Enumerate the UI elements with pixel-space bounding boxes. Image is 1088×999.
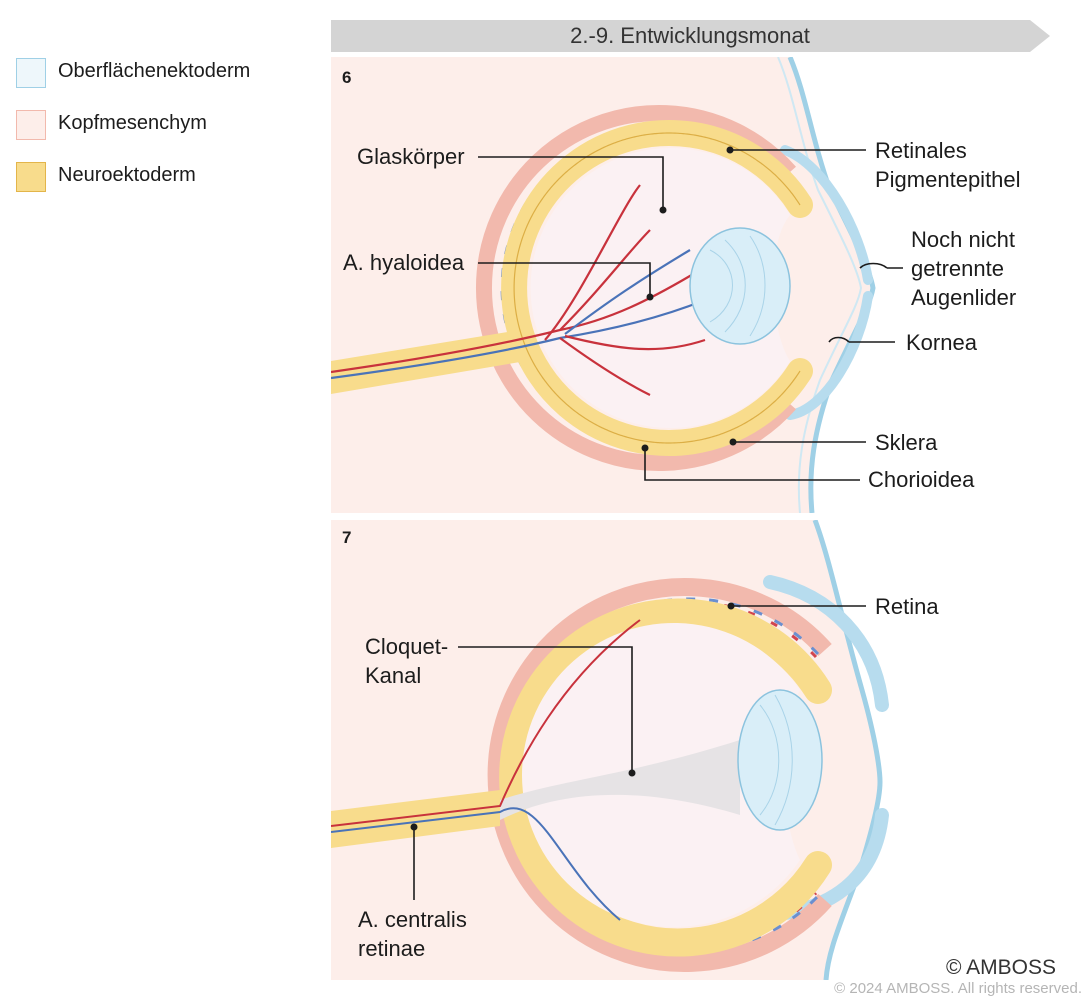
- panel-6-leaders: [478, 146, 903, 481]
- legend-swatch-kopfmesenchym: [16, 110, 46, 140]
- panel-7-lens-fibers: [759, 694, 793, 826]
- panel-6-lens: [689, 227, 791, 345]
- leader-cloquet: [458, 646, 633, 773]
- timeline-banner: [331, 20, 1050, 52]
- label-hyaloidea: A. hyaloidea: [343, 250, 465, 275]
- panel-6-hyaloid-branch: [544, 184, 641, 341]
- label-kornea: Kornea: [906, 330, 978, 355]
- panel-6: [331, 57, 876, 513]
- leader-dot: [646, 293, 654, 301]
- panel-7-cloquet-canal: [500, 740, 740, 820]
- label-lids-line1: Noch nicht: [911, 227, 1015, 252]
- legend-label: Oberflächenektoderm: [58, 60, 251, 82]
- copyright-line: © 2024 AMBOSS. All rights reserved.: [834, 980, 1082, 997]
- panel-7-central-vein: [331, 807, 621, 921]
- leader-glaskoerper: [478, 156, 664, 210]
- panel-6-surface-ectoderm-inner: [777, 57, 863, 513]
- panel-6-hyaloid-branch: [564, 249, 691, 335]
- label-lids-line3: Augenlider: [911, 285, 1016, 310]
- label-lids-line2: getrennte: [911, 256, 1004, 281]
- label-retina: Retina: [875, 594, 939, 619]
- panel-7-sclera: [487, 578, 832, 972]
- panel-6-lens-fibers: [709, 235, 766, 337]
- panel-6-optic-stalk: [331, 330, 520, 394]
- leader-hyaloidea: [478, 262, 651, 297]
- leader-dot: [628, 769, 636, 777]
- panel-6-lower-lid: [785, 291, 873, 420]
- leader-dot: [659, 206, 667, 214]
- label-glaskoerper: Glaskörper: [357, 144, 465, 169]
- leader-dot: [641, 444, 649, 452]
- label-sklera: Sklera: [875, 430, 938, 455]
- timeline-banner-text: 2.-9. Entwicklungsmonat: [570, 23, 810, 48]
- panel-6-upper-lid: [780, 145, 873, 285]
- copyright-brand: © AMBOSS: [946, 956, 1056, 979]
- legend-label: Neuroektoderm: [58, 164, 196, 186]
- panel-7-upper-lid: [763, 575, 889, 712]
- panel-6-hyaloid-branch: [564, 334, 706, 351]
- label-cloquet-line2: Kanal: [365, 663, 421, 688]
- leader-dot: [726, 146, 734, 154]
- panel-7-lens: [737, 689, 823, 831]
- label-centralis-line2: retinae: [358, 936, 425, 961]
- panel-6-vitreous: [530, 148, 790, 429]
- legend-swatch-oberflaechenektoderm: [16, 58, 46, 88]
- leader-dot: [410, 823, 418, 831]
- panel-7: [331, 520, 889, 980]
- panel-6-hyaloid-vein: [331, 298, 706, 380]
- leader-chorioidea: [644, 448, 860, 481]
- legend-swatch-neuroektoderm: [16, 162, 46, 192]
- label-chorioidea: Chorioidea: [868, 467, 975, 492]
- panel-7-central-artery: [331, 619, 641, 827]
- panel-7-leaders: [410, 602, 866, 900]
- panel-7-optic-nerve: [331, 790, 500, 848]
- leader-dot: [729, 438, 737, 446]
- panel-6-sclera: [476, 105, 796, 471]
- label-rpe-line1: Retinales: [875, 138, 967, 163]
- panel-6-hyaloid-branch: [559, 337, 651, 396]
- panel-7-number: 7: [342, 528, 351, 547]
- leader-lids: [859, 262, 903, 269]
- legend-label: Kopfmesenchym: [58, 112, 207, 134]
- label-cloquet-line1: Cloquet-: [365, 634, 448, 659]
- panel-6-optic-cup-edge: [513, 132, 801, 444]
- panel-6-hyaloid-branch: [559, 229, 651, 331]
- leader-dot: [727, 602, 735, 610]
- panel-7-surface-ectoderm: [812, 520, 883, 980]
- panel-7-retinal-vessels: [331, 619, 641, 921]
- label-rpe-line2: Pigmentepithel: [875, 167, 1021, 192]
- label-centralis-line1: A. centralis: [358, 907, 467, 932]
- leader-kornea: [828, 336, 895, 343]
- panel-6-surface-ectoderm: [787, 57, 876, 513]
- panel-6-number: 6: [342, 68, 351, 87]
